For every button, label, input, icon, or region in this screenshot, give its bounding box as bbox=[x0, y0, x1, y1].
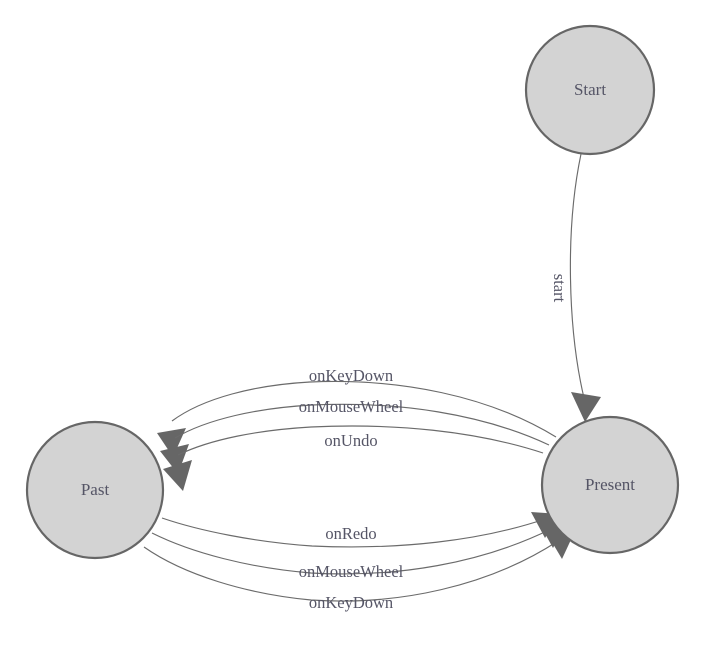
edge-present-to-past-onundo-path bbox=[177, 425, 544, 456]
node-start-label: Start bbox=[574, 80, 606, 99]
node-present[interactable]: Present bbox=[540, 415, 680, 555]
node-past[interactable]: Past bbox=[25, 420, 165, 560]
node-past-circle bbox=[25, 420, 165, 560]
edge-past-to-present-onmousewheel-path bbox=[151, 528, 552, 575]
edge-present-to-past-onmousewheel-arrowhead bbox=[160, 444, 189, 474]
edge-label-past-present-onredo: onRedo bbox=[325, 524, 376, 543]
edge-label-present-past-onundo: onUndo bbox=[324, 431, 377, 450]
edge-present-to-past-onundo[interactable]: onUndo bbox=[163, 425, 544, 491]
edge-past-to-present-onkeydown-path bbox=[143, 540, 559, 602]
edge-label-past-present-onmousewheel: onMouseWheel bbox=[299, 562, 404, 581]
edge-present-to-past-onkeydown-path bbox=[171, 380, 557, 438]
edge-past-to-present-onredo-path bbox=[161, 517, 546, 548]
node-past-label: Past bbox=[81, 480, 110, 499]
edge-label-past-present-onkeydown: onKeyDown bbox=[309, 593, 393, 612]
edge-start-to-present-path bbox=[569, 153, 585, 399]
edge-present-to-past-onmousewheel[interactable]: onMouseWheel bbox=[160, 397, 550, 474]
edge-label-present-past-onmousewheel: onMouseWheel bbox=[299, 397, 404, 416]
node-start[interactable]: Start bbox=[524, 24, 656, 156]
node-present-label: Present bbox=[585, 475, 635, 494]
edge-present-to-past-onkeydown[interactable]: onKeyDown bbox=[157, 366, 557, 457]
edge-present-to-past-onmousewheel-path bbox=[174, 403, 550, 446]
edge-start-to-present-arrowhead bbox=[571, 392, 601, 422]
edge-present-to-past-onundo-arrowhead bbox=[163, 460, 192, 491]
node-start-circle bbox=[524, 24, 656, 156]
node-present-circle bbox=[540, 415, 680, 555]
edge-past-to-present-onredo[interactable]: onRedo bbox=[161, 512, 560, 548]
edge-start-to-present[interactable]: start bbox=[550, 153, 601, 422]
edge-label-present-past-onkeydown: onKeyDown bbox=[309, 366, 393, 385]
edge-label-start: start bbox=[550, 274, 569, 303]
